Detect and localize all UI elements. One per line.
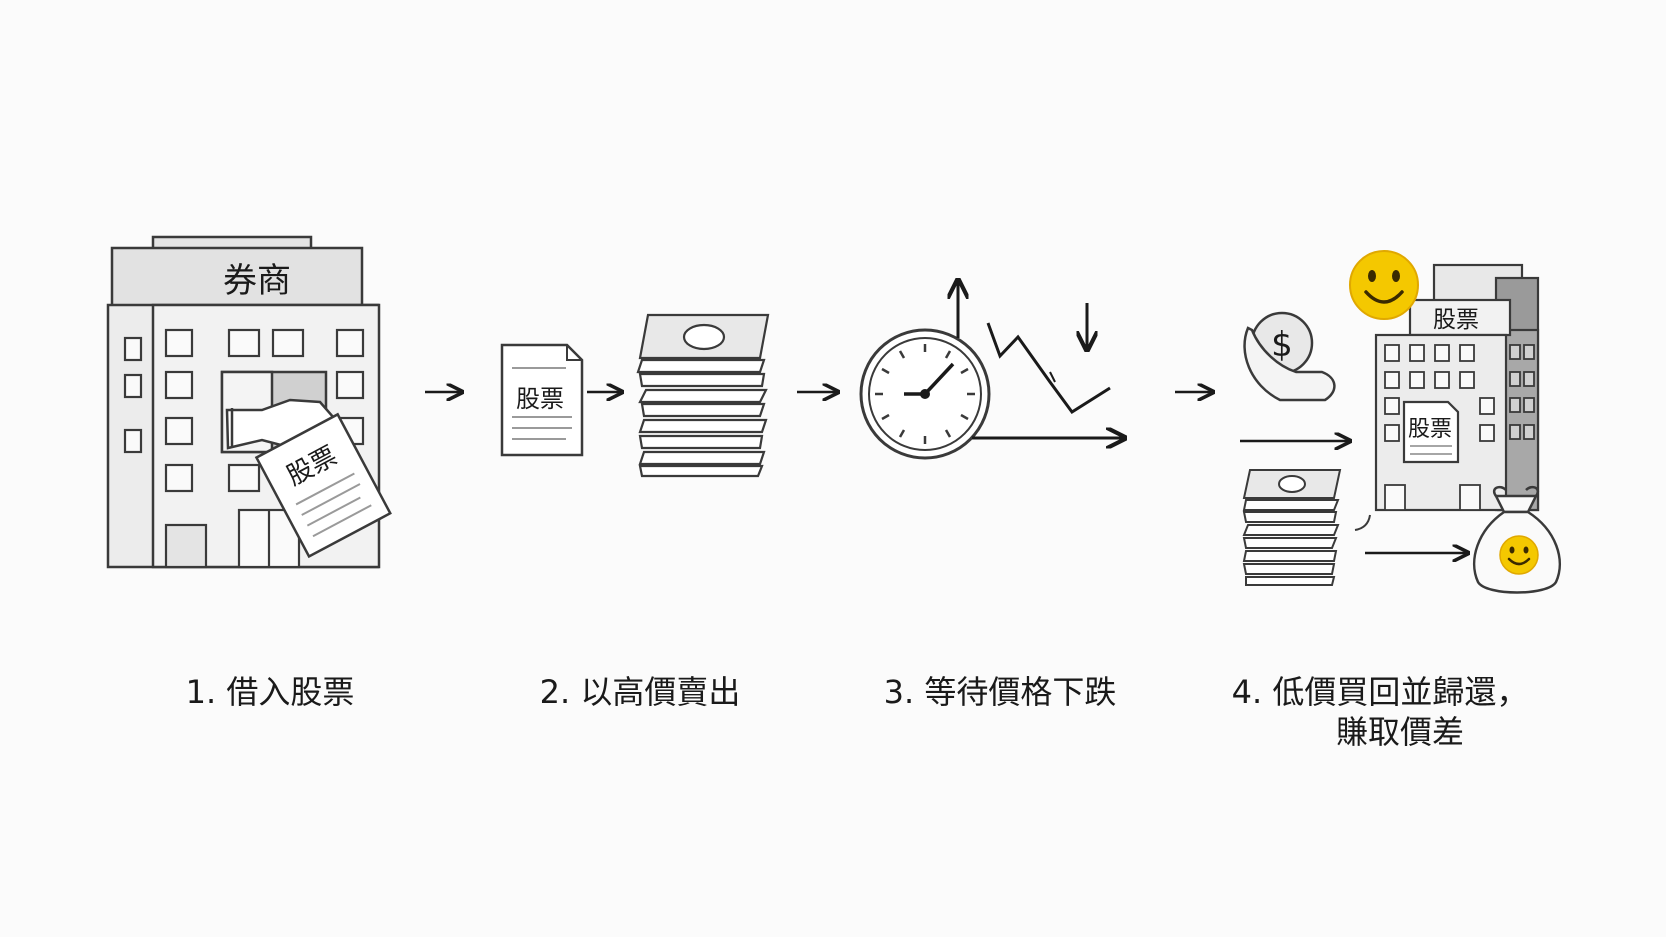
- connector-curve: [1354, 514, 1371, 531]
- clock-icon: [859, 328, 991, 460]
- step-1-caption: 1. 借入股票: [185, 673, 355, 711]
- smiley-face-icon: [1349, 250, 1419, 320]
- hand-coin-icon: $: [1243, 311, 1336, 402]
- step-4-caption-line2: 賺取價差: [1335, 713, 1464, 751]
- stock-document-icon: 股票: [254, 412, 392, 559]
- dollar-sign: $: [1271, 325, 1293, 365]
- step-3-caption: 3. 等待價格下跌: [883, 673, 1117, 711]
- money-stack-icon-small: [1242, 469, 1342, 586]
- stock-label-returned: 股票: [1408, 417, 1452, 442]
- broker-building-icon-2: [1374, 263, 1540, 512]
- step-2-caption: 2. 以高價賣出: [539, 673, 741, 711]
- stock-label-building: 股票: [1433, 307, 1479, 333]
- broker-label: 券商: [223, 261, 291, 301]
- price-drop-chart-icon: [958, 280, 1125, 438]
- smiley-face-small-icon: [1499, 535, 1539, 575]
- stock-document-icon-2: 股票: [500, 343, 584, 457]
- money-stack-icon: [636, 313, 770, 478]
- step-4-caption: 4. 低價買回並歸還，: [1231, 673, 1529, 711]
- stock-label-step2: 股票: [516, 385, 564, 413]
